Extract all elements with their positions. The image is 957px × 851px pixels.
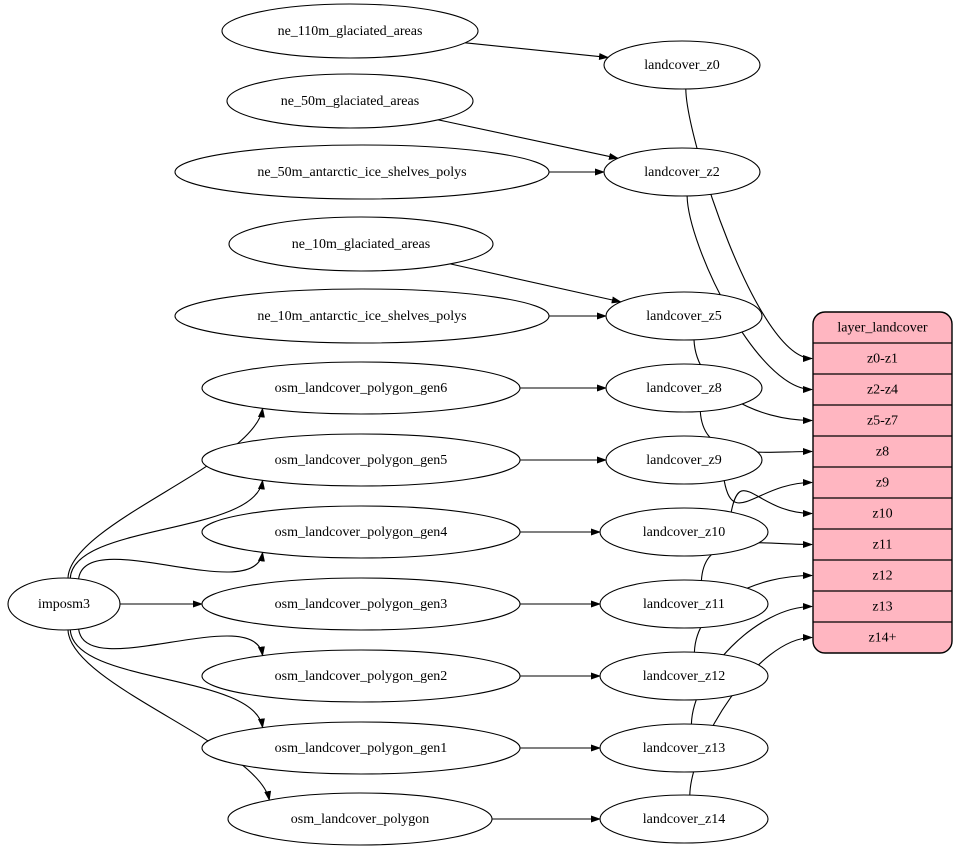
node-shape-osm_landcover_polygon_gen2 [201,649,521,703]
record-row-label-z10: z10 [872,507,892,522]
node-label-landcover_z10: landcover_z10 [643,525,725,540]
node-shape-landcover_z11 [599,579,769,629]
node-label-osm_landcover_polygon_gen2: osm_landcover_polygon_gen2 [275,669,448,684]
node-shape-ne_50m_glaciated_areas [226,73,474,129]
node-label-landcover_z11: landcover_z11 [643,597,725,612]
record-node-layer_landcover [812,311,953,654]
edge-landcover_z9-to-layer_landcover-z9 [723,479,813,504]
node-osm_landcover_polygon_gen2: osm_landcover_polygon_gen2 [201,649,521,703]
node-osm_landcover_polygon_gen5: osm_landcover_polygon_gen5 [201,433,521,487]
node-shape-landcover_z13 [599,723,769,773]
edge-imposm3-to-osm_landcover_polygon_gen6 [67,407,265,579]
node-shape-landcover_z0 [603,40,761,90]
node-shape-imposm3 [7,577,121,631]
node-landcover_z10: landcover_z10 [599,507,769,557]
edge-imposm3-to-osm_landcover_polygon_gen2 [78,629,265,657]
node-shape-osm_landcover_polygon_gen4 [201,505,521,559]
node-landcover_z13: landcover_z13 [599,723,769,773]
node-label-ne_50m_glaciated_areas: ne_50m_glaciated_areas [281,94,419,109]
record-row-label-z14+: z14+ [868,631,896,646]
edge-imposm3-to-osm_landcover_polygon [67,629,272,802]
node-shape-landcover_z12 [599,651,769,701]
node-osm_landcover_polygon_gen6: osm_landcover_polygon_gen6 [201,361,521,415]
node-shape-ne_50m_antarctic_ice_shelves_polys [174,144,550,200]
edge-landcover_z13-to-layer_landcover-z13 [690,603,813,725]
edge-ne_50m_glaciated_areas-to-landcover_z2 [437,119,619,160]
node-label-landcover_z8: landcover_z8 [646,381,721,396]
node-osm_landcover_polygon_gen1: osm_landcover_polygon_gen1 [201,721,521,775]
record-row-label-z9: z9 [876,476,889,491]
record-row-label-z2-z4: z2-z4 [867,383,898,398]
node-label-landcover_z14: landcover_z14 [643,812,725,827]
edge-ne_110m_glaciated_areas-to-landcover_z0 [465,42,609,60]
node-osm_landcover_polygon: osm_landcover_polygon [227,792,493,846]
node-ne_110m_glaciated_areas: ne_110m_glaciated_areas [221,3,479,59]
edge-landcover_z10-to-layer_landcover-z10 [730,490,813,517]
record-title: layer_landcover [837,321,928,336]
node-ne_10m_antarctic_ice_shelves_polys: ne_10m_antarctic_ice_shelves_polys [174,288,550,344]
node-shape-ne_10m_antarctic_ice_shelves_polys [174,288,550,344]
edge-imposm3-to-osm_landcover_polygon_gen5 [69,479,265,579]
node-shape-osm_landcover_polygon_gen5 [201,433,521,487]
node-imposm3: imposm3 [7,577,121,631]
record-layer: layer_landcover z0-z1 z2-z4 z5-z7 z8 z9 z10 z11… [812,311,953,654]
node-label-osm_landcover_polygon_gen5: osm_landcover_polygon_gen5 [275,453,448,468]
edge-imposm3-to-osm_landcover_polygon_gen4 [78,551,265,579]
record-row-label-z13: z13 [872,600,892,615]
node-label-landcover_z9: landcover_z9 [646,453,721,468]
node-landcover_z5: landcover_z5 [605,291,763,341]
node-shape-landcover_z5 [605,291,763,341]
node-landcover_z11: landcover_z11 [599,579,769,629]
node-shape-landcover_z10 [599,507,769,557]
node-osm_landcover_polygon_gen3: osm_landcover_polygon_gen3 [201,577,521,631]
node-label-ne_50m_antarctic_ice_shelves_polys: ne_50m_antarctic_ice_shelves_polys [257,165,466,180]
node-label-osm_landcover_polygon: osm_landcover_polygon [291,812,429,827]
edge-ne_10m_glaciated_areas-to-landcover_z5 [450,263,622,304]
node-shape-osm_landcover_polygon_gen3 [201,577,521,631]
node-label-osm_landcover_polygon_gen3: osm_landcover_polygon_gen3 [275,597,448,612]
node-landcover_z14: landcover_z14 [599,794,769,844]
node-label-landcover_z5: landcover_z5 [646,309,721,324]
node-label-landcover_z13: landcover_z13 [643,741,725,756]
node-landcover_z2: landcover_z2 [603,147,761,197]
node-landcover_z0: landcover_z0 [603,40,761,90]
nodes-layer: ne_110m_glaciated_areas ne_50m_glaciated_… [7,3,769,846]
node-label-landcover_z12: landcover_z12 [643,669,725,684]
node-ne_50m_antarctic_ice_shelves_polys: ne_50m_antarctic_ice_shelves_polys [174,144,550,200]
node-ne_10m_glaciated_areas: ne_10m_glaciated_areas [228,216,494,272]
node-label-osm_landcover_polygon_gen4: osm_landcover_polygon_gen4 [275,525,448,540]
node-shape-landcover_z9 [605,435,763,485]
node-shape-landcover_z2 [603,147,761,197]
node-landcover_z12: landcover_z12 [599,651,769,701]
record-row-label-z5-z7: z5-z7 [867,414,898,429]
node-landcover_z8: landcover_z8 [605,363,763,413]
record-row-label-z12: z12 [872,569,892,584]
node-label-imposm3: imposm3 [38,597,90,612]
node-label-ne_10m_glaciated_areas: ne_10m_glaciated_areas [292,237,430,252]
edge-imposm3-to-osm_landcover_polygon_gen1 [69,629,265,729]
node-label-osm_landcover_polygon_gen1: osm_landcover_polygon_gen1 [275,741,448,756]
node-ne_50m_glaciated_areas: ne_50m_glaciated_areas [226,73,474,129]
record-row-label-z11: z11 [873,538,893,553]
record-row-label-z8: z8 [876,445,889,460]
node-shape-landcover_z14 [599,794,769,844]
node-label-landcover_z2: landcover_z2 [644,165,719,180]
node-shape-osm_landcover_polygon_gen6 [201,361,521,415]
edge-landcover_z0-to-layer_landcover-z0-z1 [685,88,813,362]
node-label-landcover_z0: landcover_z0 [644,58,719,73]
node-shape-landcover_z8 [605,363,763,413]
node-shape-ne_110m_glaciated_areas [221,3,479,59]
node-label-ne_10m_antarctic_ice_shelves_polys: ne_10m_antarctic_ice_shelves_polys [257,309,466,324]
node-label-osm_landcover_polygon_gen6: osm_landcover_polygon_gen6 [275,381,448,396]
record-row-label-z0-z1: z0-z1 [867,352,898,367]
node-shape-osm_landcover_polygon [227,792,493,846]
node-label-ne_110m_glaciated_areas: ne_110m_glaciated_areas [278,24,423,39]
edge-landcover_z14-to-layer_landcover-z14+ [689,634,813,796]
node-shape-osm_landcover_polygon_gen1 [201,721,521,775]
node-osm_landcover_polygon_gen4: osm_landcover_polygon_gen4 [201,505,521,559]
node-shape-ne_10m_glaciated_areas [228,216,494,272]
node-landcover_z9: landcover_z9 [605,435,763,485]
